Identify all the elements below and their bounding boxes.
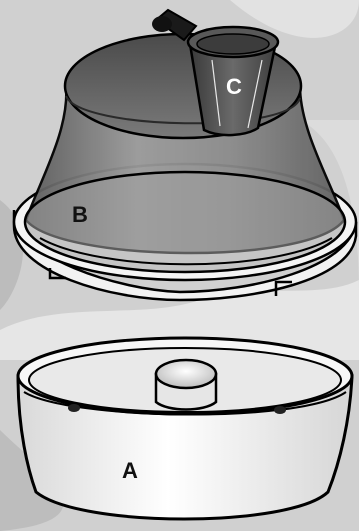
latch-dot-right [274,406,286,414]
label-b: B [72,202,88,227]
base-part: A [18,338,352,519]
lid-knob [152,16,172,32]
label-a: A [122,458,138,483]
cup-opening [197,34,269,54]
latch-dot-left [68,404,80,412]
base-post-top [156,360,216,388]
label-c: C [226,74,242,99]
